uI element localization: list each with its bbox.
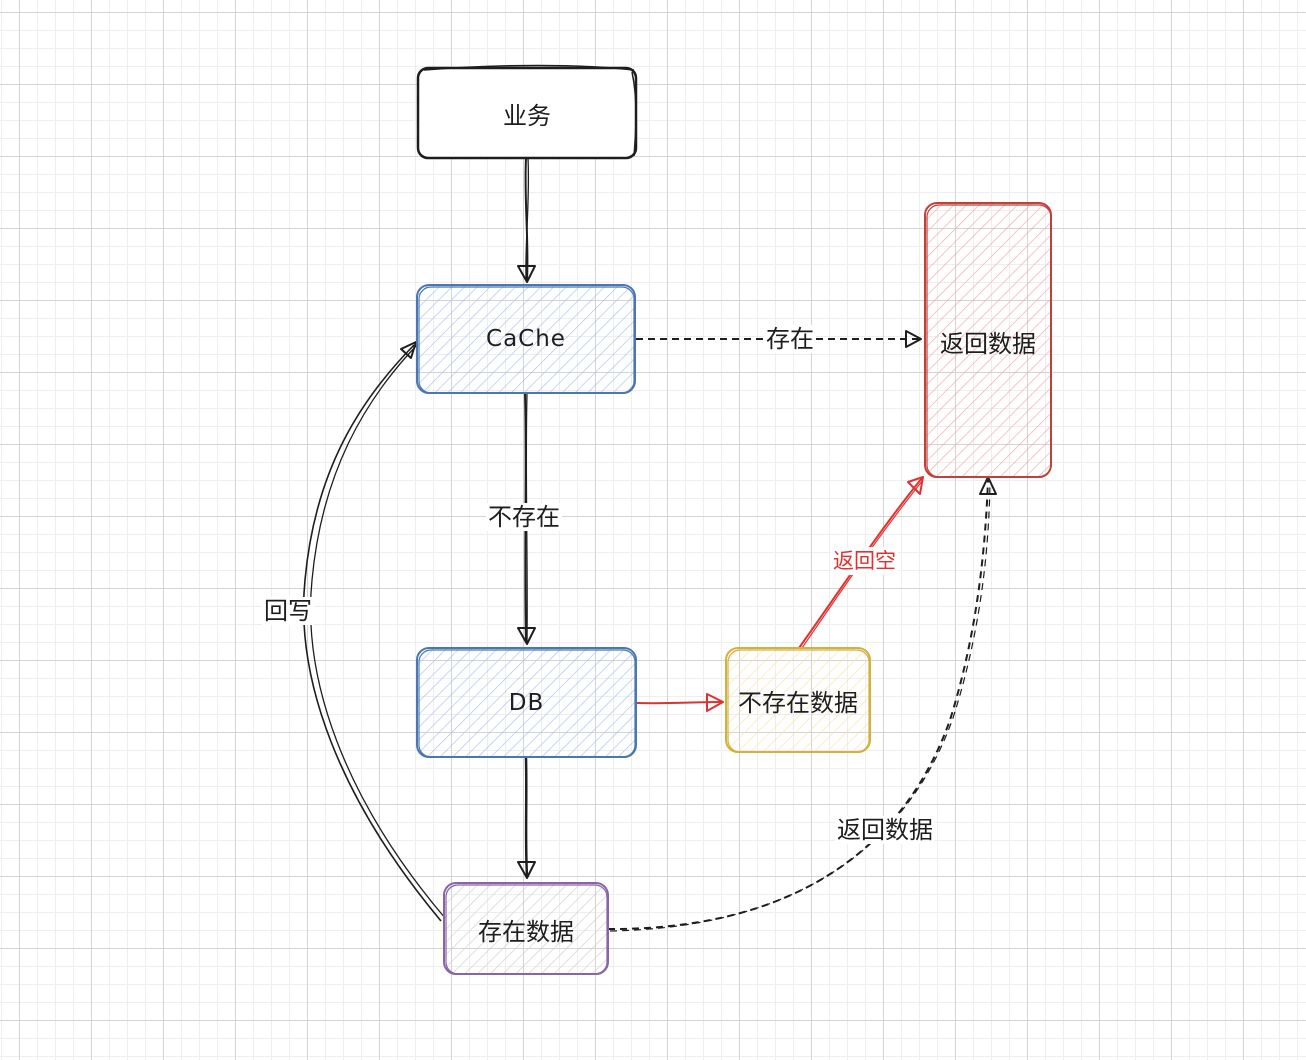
- arrowhead-icon: [517, 265, 536, 283]
- edge-label-write-back: 回写: [262, 597, 314, 625]
- arrowhead-icon: [907, 476, 924, 495]
- node-cache[interactable]: [416, 284, 636, 394]
- node-business[interactable]: [416, 64, 638, 160]
- edge-label-return-empty: 返回空: [831, 547, 898, 575]
- arrowhead-icon: [905, 330, 922, 348]
- edge-label-return-data: 返回数据: [835, 816, 935, 844]
- node-not-exist-data[interactable]: [725, 647, 871, 753]
- edge-db-to-exist-data[interactable]: [517, 757, 536, 879]
- arrowhead-icon: [400, 341, 417, 359]
- arrowhead-icon: [979, 476, 997, 495]
- edge-exist-data-to-return-data[interactable]: [607, 476, 997, 932]
- edge-label-not-exists: 不存在: [486, 503, 562, 531]
- node-return-data[interactable]: [924, 202, 1052, 478]
- edge-label-exists: 存在: [764, 325, 816, 353]
- arrowhead-icon: [706, 693, 724, 712]
- edge-exist-data-to-cache[interactable]: [302, 341, 446, 922]
- arrowhead-icon: [517, 861, 536, 879]
- node-exist-data[interactable]: [443, 882, 609, 975]
- edge-db-to-not-exist-data[interactable]: [636, 693, 724, 712]
- node-db[interactable]: [416, 647, 637, 758]
- edge-business-to-cache[interactable]: [517, 157, 536, 283]
- edge-cache-to-return-data[interactable]: [636, 330, 922, 348]
- arrowhead-icon: [517, 627, 536, 645]
